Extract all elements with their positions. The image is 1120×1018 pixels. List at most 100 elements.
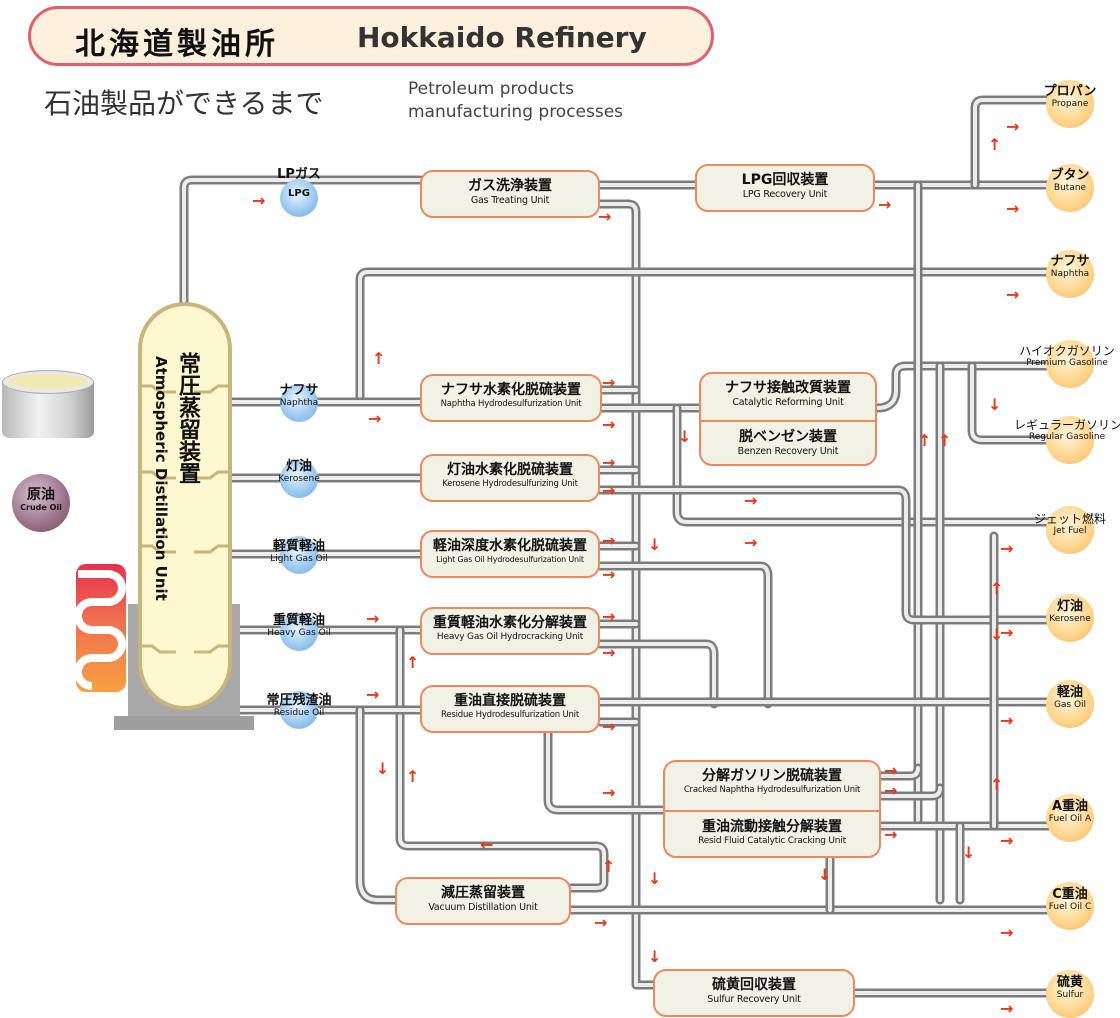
flow-arrow-icon: ↓ bbox=[678, 427, 692, 446]
product-node-butane bbox=[1046, 164, 1094, 212]
unit-cracked-naphtha-hds-en: Cracked Naphtha Hydrodesulfurization Uni… bbox=[683, 785, 861, 795]
product-kerosene-jp: 灯油 bbox=[1056, 599, 1083, 614]
unit-kerosene-hds: 灯油水素化脱硫装置 Kerosene Hydrodesulfurizing Un… bbox=[420, 454, 600, 502]
pipe-segment bbox=[595, 639, 719, 709]
fraction-node-residue-oil bbox=[280, 691, 318, 729]
fraction-node-heavy-gas-oil bbox=[280, 613, 318, 651]
flow-arrow-icon: → bbox=[252, 191, 266, 210]
flow-arrow-icon: ↓ bbox=[988, 395, 1002, 414]
subtitle-japanese: 石油製品ができるまで bbox=[44, 87, 324, 120]
fraction-residue-jp: 常圧残渣油 bbox=[266, 693, 332, 708]
pipe-segment bbox=[872, 361, 1055, 413]
pipe-highlight bbox=[970, 364, 1052, 442]
subtitle-english: Petroleum products manufacturing process… bbox=[408, 78, 623, 124]
title-english: Hokkaido Refinery bbox=[357, 21, 647, 54]
flow-arrow-icon: → bbox=[602, 643, 616, 662]
product-label-butane: ブタン Butane bbox=[1030, 168, 1110, 194]
product-sulfur-en: Sulfur bbox=[1056, 990, 1084, 1000]
fraction-label-heavy-gas-oil: 重質軽油 Heavy Gas Oil bbox=[256, 614, 342, 639]
flow-arrow-icon: ↓ bbox=[648, 535, 662, 554]
fraction-lpg-en: LPG bbox=[288, 188, 310, 199]
tank-oil-surface bbox=[8, 374, 88, 389]
product-premium-gasoline-en: Premium Gasoline bbox=[1026, 358, 1108, 368]
pipe-segment bbox=[395, 625, 609, 893]
crude-oil-jp: 原油 bbox=[27, 487, 55, 503]
unit-cracked-naphtha-hds-jp: 分解ガソリン脱硫装置 bbox=[702, 768, 842, 784]
product-gas-oil-en: Gas Oil bbox=[1053, 700, 1087, 710]
title-banner: 北海道製油所 Hokkaido Refinery bbox=[28, 6, 714, 66]
product-butane-jp: ブタン bbox=[1050, 168, 1090, 183]
fraction-label-lpg: LPガス LPG bbox=[262, 168, 336, 199]
product-node-kerosene bbox=[1046, 594, 1094, 642]
product-label-kerosene: 灯油 Kerosene bbox=[1030, 599, 1110, 625]
product-node-regular-gasoline bbox=[1046, 416, 1094, 464]
flow-arrow-icon: → bbox=[602, 531, 616, 550]
product-propane-en: Propane bbox=[1051, 99, 1089, 109]
flow-arrow-icon: → bbox=[602, 373, 616, 392]
product-fuel-oil-c-jp: C重油 bbox=[1052, 887, 1088, 902]
crude-oil-node: 原油 Crude Oil bbox=[12, 474, 70, 532]
pipe-highlight bbox=[879, 786, 942, 798]
flow-arrow-icon: → bbox=[744, 491, 758, 510]
flow-arrow-icon: ↑ bbox=[938, 431, 952, 450]
flow-arrow-icon: → bbox=[368, 409, 382, 428]
product-label-naphtha: ナフサ Naphtha bbox=[1030, 255, 1110, 280]
fraction-label-light-gas-oil: 軽質軽油 Light Gas Oil bbox=[256, 540, 342, 565]
heater-coil-icon bbox=[74, 570, 126, 690]
unit-residue-hds-jp: 重油直接脱硫装置 bbox=[454, 693, 566, 709]
unit-kerosene-hds-jp: 灯油水素化脱硫装置 bbox=[447, 462, 573, 478]
product-gas-oil-jp: 軽油 bbox=[1056, 685, 1083, 700]
pipe-highlight bbox=[973, 98, 1052, 187]
unit-sulfur-recovery-en: Sulfur Recovery Unit bbox=[707, 994, 801, 1005]
product-node-fuel-oil-a bbox=[1046, 794, 1094, 842]
unit-naphtha-hds: ナフサ水素化脱硫装置 Naphtha Hydrodesulfurization … bbox=[420, 374, 602, 422]
product-node-propane bbox=[1046, 80, 1094, 128]
flow-arrow-icon: → bbox=[1000, 999, 1014, 1018]
unit-cracked-naphtha-hds: 分解ガソリン脱硫装置 Cracked Naphtha Hydrodesulfur… bbox=[665, 762, 879, 808]
unit-rfcc: 重油流動接触分解装置 Resid Fluid Catalytic Crackin… bbox=[665, 813, 879, 859]
unit-gas-treating: ガス洗浄装置 Gas Treating Unit bbox=[420, 170, 600, 218]
fraction-node-lpg bbox=[280, 179, 318, 217]
fraction-node-light-gas-oil bbox=[280, 536, 318, 574]
flow-arrow-icon: → bbox=[366, 609, 380, 628]
unit-vacuum-distillation-jp: 減圧蒸留装置 bbox=[441, 885, 525, 901]
tower-label-en: Atmospheric Distillation Unit bbox=[152, 356, 170, 601]
unit-naphtha-hds-en: Naphtha Hydrodesulfurization Unit bbox=[440, 399, 582, 409]
product-butane-en: Butane bbox=[1053, 183, 1087, 193]
product-premium-gasoline-jp: ハイオクガソリン bbox=[1019, 344, 1115, 358]
flow-arrow-icon: → bbox=[744, 533, 758, 552]
product-regular-gasoline-jp: レギュラーガソリン bbox=[1014, 418, 1120, 432]
product-node-fuel-oil-c bbox=[1046, 882, 1094, 930]
flow-arrow-icon: → bbox=[1006, 117, 1020, 136]
flow-arrow-icon: → bbox=[602, 607, 616, 626]
flow-arrow-icon: ↓ bbox=[818, 865, 832, 884]
flow-arrow-icon: → bbox=[1006, 285, 1020, 304]
unit-benzene-recovery: 脱ベンゼン装置 Benzen Recovery Unit bbox=[701, 423, 875, 467]
flow-arrow-icon: → bbox=[602, 717, 616, 736]
fraction-hgo-en: Heavy Gas Oil bbox=[267, 628, 331, 638]
product-jet-fuel-en: Jet Fuel bbox=[1053, 526, 1087, 536]
fraction-residue-en: Residue Oil bbox=[273, 708, 325, 718]
flow-arrow-icon: ← bbox=[480, 835, 494, 854]
flow-arrow-icon: ↓ bbox=[376, 759, 390, 778]
product-label-jet-fuel: ジェット燃料 Jet Fuel bbox=[1020, 512, 1120, 536]
flow-arrow-icon: ↑ bbox=[602, 857, 616, 876]
flow-arrow-icon: → bbox=[602, 481, 616, 500]
unit-vacuum-distillation: 減圧蒸留装置 Vacuum Distillation Unit bbox=[395, 877, 571, 925]
flow-arrow-icon: → bbox=[598, 207, 612, 226]
atmospheric-distillation-tower bbox=[138, 302, 232, 710]
product-propane-jp: プロパン bbox=[1043, 84, 1097, 99]
unit-sulfur-recovery: 硫黄回収装置 Sulfur Recovery Unit bbox=[653, 969, 855, 1017]
flow-arrow-icon: ↓ bbox=[990, 625, 1004, 644]
product-label-sulfur: 硫黄 Sulfur bbox=[1030, 976, 1110, 1001]
flow-arrow-icon: ↓ bbox=[648, 869, 662, 888]
flow-arrow-icon: ↑ bbox=[918, 431, 932, 450]
product-fuel-oil-a-en: Fuel Oil A bbox=[1048, 814, 1092, 824]
fraction-label-naphtha: ナフサ Naphtha bbox=[262, 384, 336, 409]
unit-kerosene-hds-en: Kerosene Hydrodesulfurizing Unit bbox=[442, 479, 578, 489]
product-label-premium-gasoline: ハイオクガソリン Premium Gasoline bbox=[1014, 344, 1120, 368]
product-fuel-oil-a-jp: A重油 bbox=[1051, 799, 1089, 814]
unit-cat-reforming-jp: ナフサ接触改質装置 bbox=[725, 380, 851, 396]
fraction-node-naphtha bbox=[280, 384, 318, 422]
